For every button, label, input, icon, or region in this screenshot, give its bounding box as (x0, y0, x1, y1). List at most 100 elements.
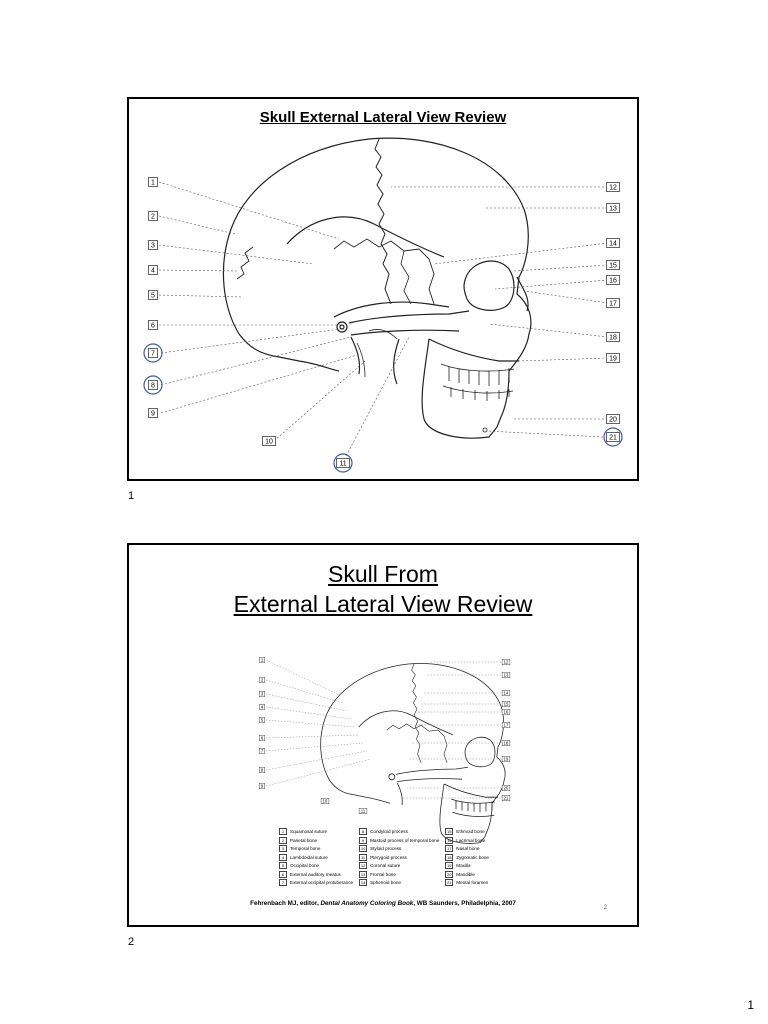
legend-text: Nasal bone (456, 846, 480, 851)
svg-text:13: 13 (504, 673, 509, 678)
svg-text:16: 16 (504, 710, 509, 715)
small-label-box-17: 17 (501, 722, 511, 728)
svg-text:9: 9 (261, 784, 264, 789)
svg-text:12: 12 (609, 185, 617, 192)
citation: Fehrenbach MJ, editor, Dental Anatomy Co… (129, 900, 637, 907)
label-box-5: 5 (148, 290, 158, 300)
label-box-12: 12 (606, 182, 620, 192)
legend-number: 17 (445, 845, 454, 853)
legend-text: Styloid process (370, 846, 402, 851)
svg-text:3: 3 (151, 243, 155, 250)
svg-text:6: 6 (261, 736, 264, 741)
small-label-box-5: 5 (259, 717, 265, 723)
slide-2-title-line-1: Skull From (328, 561, 438, 587)
legend-text: Zygomatic bone (456, 854, 489, 860)
svg-text:13: 13 (609, 206, 617, 213)
label-box-11: 11 (336, 458, 350, 468)
legend-number: 5 (279, 862, 287, 870)
legend-number: 14 (359, 879, 368, 887)
small-label-box-7: 7 (259, 748, 265, 754)
label-box-8: 8 (148, 380, 158, 390)
svg-text:4: 4 (151, 268, 155, 275)
small-label-box-19: 19 (501, 756, 511, 762)
svg-text:11: 11 (339, 461, 346, 468)
citation-book: Dental Anatomy Coloring Book (320, 900, 414, 907)
legend-text: Squamosal suture (290, 829, 328, 834)
legend-text: Frontal bone (370, 871, 396, 877)
small-label-box-1: 1 (259, 657, 265, 663)
legend-number: 19 (445, 862, 454, 870)
svg-text:8: 8 (261, 768, 264, 773)
legend-text: Sphenoid bone (370, 880, 401, 885)
small-label-box-2: 2 (259, 677, 265, 683)
label-box-3: 3 (148, 240, 158, 250)
page-number: 1 (747, 998, 754, 1012)
svg-text:21: 21 (504, 796, 509, 801)
legend-text: Parietal bone (290, 837, 318, 843)
legend-text: Occipital bone (290, 863, 320, 868)
svg-text:19: 19 (609, 356, 617, 363)
legend-text: Coronal suture (370, 863, 401, 868)
svg-text:1: 1 (261, 658, 264, 663)
label-box-15: 15 (606, 260, 620, 270)
slide-2-number: 2 (128, 936, 135, 948)
legend-number: 21 (445, 879, 454, 887)
svg-text:1: 1 (151, 180, 155, 187)
svg-text:5: 5 (151, 293, 155, 300)
legend-number: 12 (359, 862, 368, 870)
slide-2-title: Skull From External Lateral View Review (129, 559, 637, 619)
small-label-box-13: 13 (501, 672, 511, 678)
label-box-13: 13 (606, 203, 620, 213)
svg-text:21: 21 (609, 435, 617, 442)
label-box-20: 20 (606, 414, 620, 424)
svg-text:2: 2 (151, 214, 155, 221)
svg-text:14: 14 (504, 691, 509, 696)
svg-text:11: 11 (361, 809, 366, 814)
svg-text:18: 18 (504, 741, 509, 746)
legend-text: Mental foramen (456, 880, 489, 885)
legend-text: Maxilla (456, 863, 471, 868)
label-box-10: 10 (262, 436, 276, 446)
slide-1-number: 1 (128, 490, 135, 502)
legend-number: 18 (445, 853, 454, 861)
label-box-1: 1 (148, 177, 158, 187)
legend-text: Lacrimal bone (456, 837, 486, 843)
label-box-19: 19 (606, 353, 620, 363)
label-box-6: 6 (148, 320, 158, 330)
legend-number: 15 (445, 828, 454, 836)
small-label-box-10: 10 (320, 798, 330, 804)
svg-text:2: 2 (261, 678, 264, 683)
slide-2-title-line-2: External Lateral View Review (233, 591, 533, 617)
small-label-box-6: 6 (259, 735, 265, 741)
slide-1-title: Skull External Lateral View Review (259, 109, 507, 126)
svg-text:17: 17 (609, 301, 617, 308)
svg-text:10: 10 (265, 439, 273, 446)
svg-text:15: 15 (609, 263, 617, 270)
legend-text: External occipital protuberance (290, 880, 354, 885)
small-label-box-14: 14 (501, 690, 511, 696)
slide-2-inner-number: 2 (603, 905, 607, 911)
legend-number: 3 (279, 845, 287, 853)
legend-text: Mandible (456, 871, 475, 877)
citation-suffix: , WB Saunders, Philadelphia, 2007 (413, 900, 516, 907)
svg-text:4: 4 (261, 705, 264, 710)
citation-prefix: Fehrenbach MJ, editor, (250, 900, 321, 907)
small-label-box-12: 12 (501, 659, 511, 665)
slide-1: Skull External Lateral View Review (127, 97, 639, 481)
small-label-box-4: 4 (259, 704, 265, 710)
label-box-17: 17 (606, 298, 620, 308)
label-box-7: 7 (148, 348, 158, 358)
